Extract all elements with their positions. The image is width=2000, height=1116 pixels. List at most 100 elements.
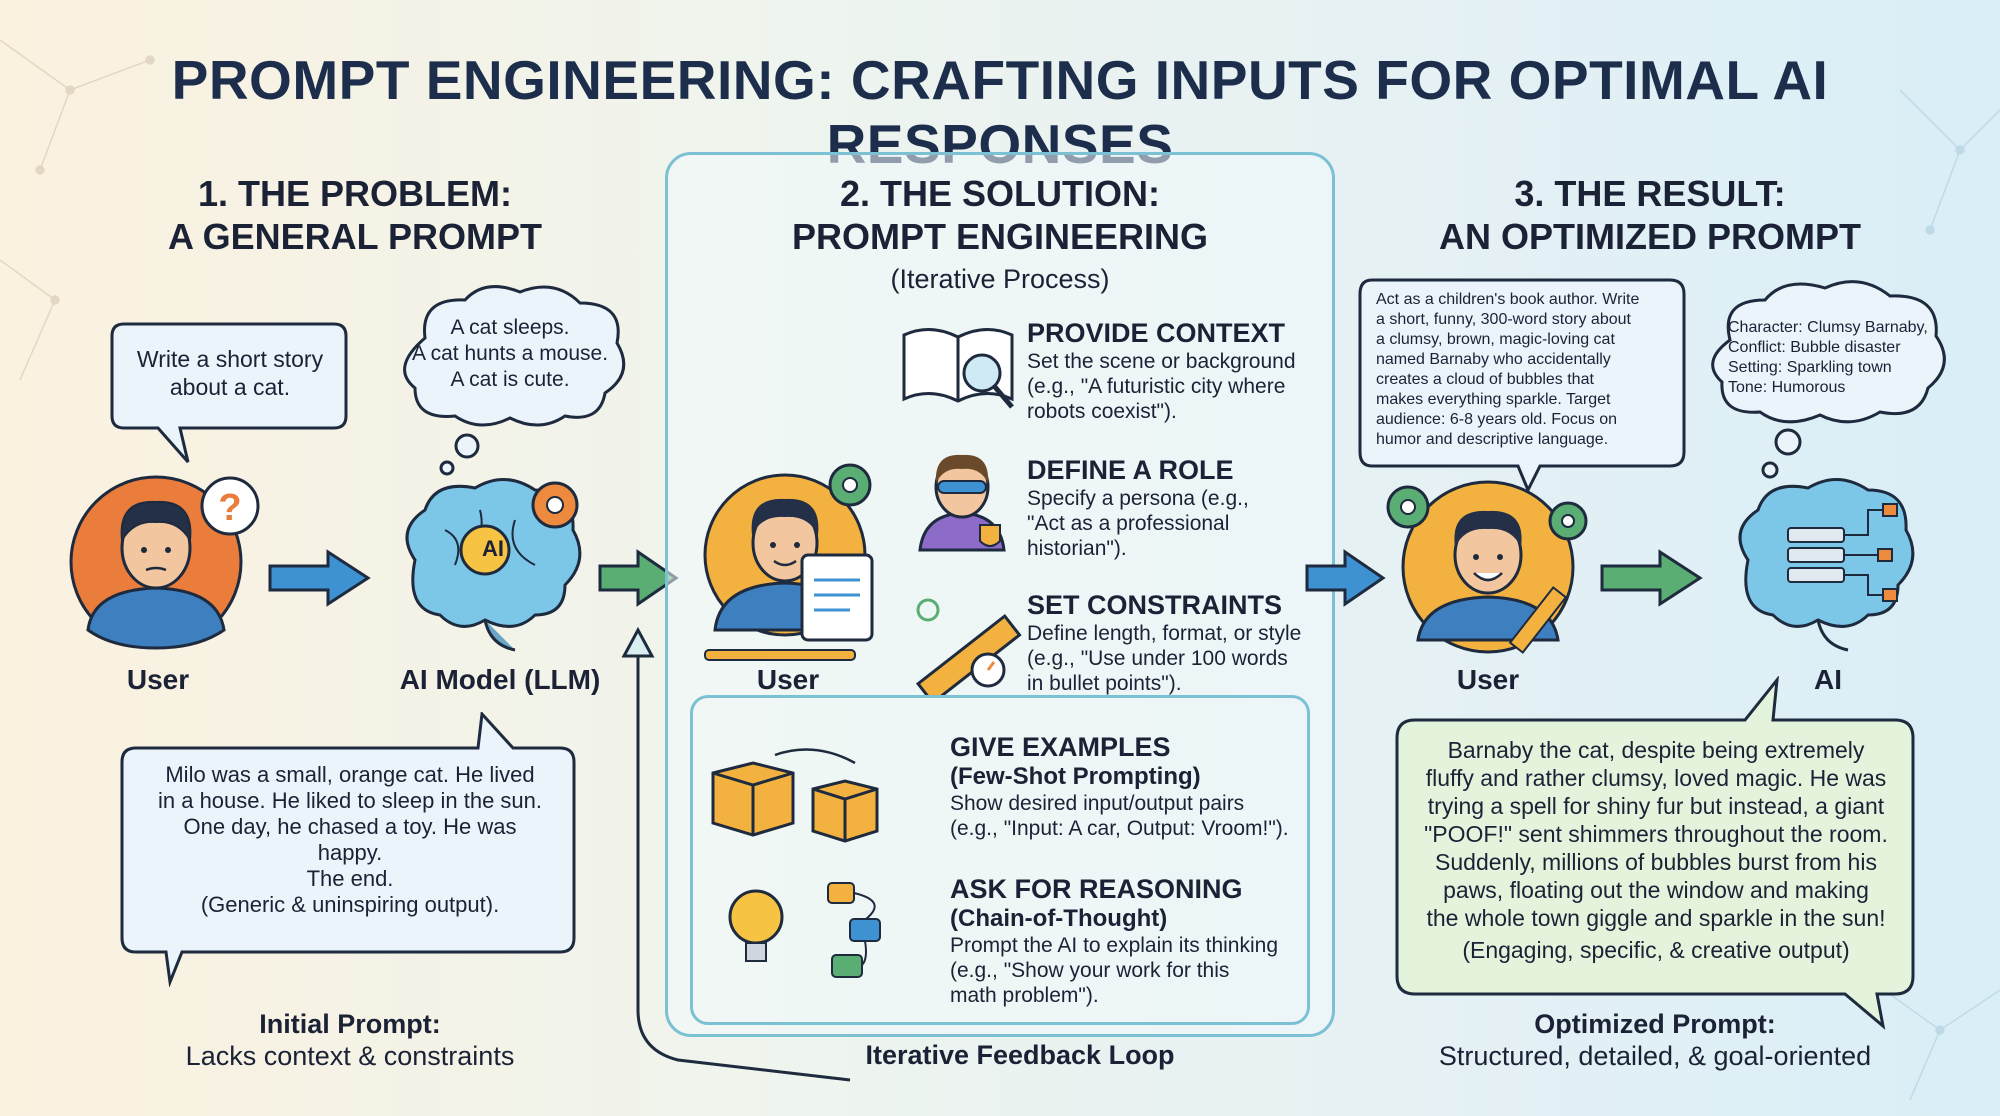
output-line: happy. <box>317 840 383 865</box>
output-line: Barnaby the cat, despite being extremely <box>1447 737 1865 763</box>
ai-thought-line: A cat is cute. <box>450 368 570 391</box>
result-output-bubble-shape <box>1395 676 1915 1030</box>
result-caption-bold: Optimized Prompt: <box>1534 1009 1776 1039</box>
prompt-line: a short, funny, 300-word story about <box>1376 311 1631 328</box>
hero-role-icon <box>918 454 1006 552</box>
technique-line: (e.g., "Show your work for this <box>950 959 1230 982</box>
examples-reasoning-panel <box>690 695 1310 1025</box>
ruler-stopwatch-icon <box>915 598 1022 695</box>
technique-set-constraints: SET CONSTRAINTS Define length, format, o… <box>1027 590 1327 696</box>
optimized-ai-brain-icon <box>1738 478 1915 652</box>
technique-ask-reasoning: ASK FOR REASONING (Chain-of-Thought) Pro… <box>950 874 1310 1008</box>
thought-line: Setting: Sparkling town <box>1728 359 1892 376</box>
technique-subheading: (Chain-of-Thought) <box>950 905 1168 932</box>
ai-thought-cloud-shape <box>403 285 626 476</box>
technique-line: "Act as a professional <box>1027 512 1230 535</box>
output-line: trying a spell for shiny fur but instead… <box>1427 793 1885 819</box>
technique-heading: ASK FOR REASONING <box>950 874 1243 904</box>
optimized-prompt-text: Act as a children's book author. Write a… <box>1376 290 1676 450</box>
technique-line: math problem"). <box>950 984 1099 1007</box>
arrow-to-result <box>1305 549 1386 607</box>
technique-heading: SET CONSTRAINTS <box>1027 590 1283 620</box>
result-title-line-1: 3. THE RESULT: <box>1514 173 1786 214</box>
technique-heading: DEFINE A ROLE <box>1027 455 1234 485</box>
svg-text:?: ? <box>218 487 241 529</box>
output-line: Suddenly, millions of bubbles burst from… <box>1435 849 1877 875</box>
technique-line: Specify a persona (e.g., <box>1027 487 1249 510</box>
technique-heading: GIVE EXAMPLES <box>950 732 1171 762</box>
output-line: the whole town giggle and sparkle in the… <box>1426 905 1886 931</box>
boxes-example-icon <box>711 748 879 843</box>
output-line: (Generic & uninspiring output). <box>200 892 500 917</box>
technique-line: Set the scene or background <box>1027 350 1296 373</box>
technique-line: in bullet points"). <box>1027 672 1182 695</box>
problem-output-bubble-shape <box>120 712 576 987</box>
prompt-line: audience: 6-8 years old. Focus on <box>1376 411 1618 428</box>
prompt-line: makes everything sparkle. Target <box>1376 391 1611 408</box>
technique-line: robots coexist"). <box>1027 400 1177 423</box>
problem-caption: Initial Prompt: Lacks context & constrai… <box>140 1008 560 1072</box>
ai-thought-text: A cat sleeps. A cat hunts a mouse. A cat… <box>400 315 620 393</box>
technique-give-examples: GIVE EXAMPLES (Few-Shot Prompting) Show … <box>950 732 1310 841</box>
feedback-loop-label: Iterative Feedback Loop <box>865 1040 1175 1070</box>
output-line: One day, he chased a toy. He was <box>183 814 517 839</box>
result-title-line-2: AN OPTIMIZED PROMPT <box>1439 216 1861 257</box>
result-thought-text: Character: Clumsy Barnaby, Conflict: Bub… <box>1728 318 1953 398</box>
problem-title-line-1: 1. THE PROBLEM: <box>197 173 512 214</box>
result-user-label: User <box>1456 664 1520 695</box>
prompt-line: creates a cloud of bubbles that <box>1376 371 1594 388</box>
prompt-line: a clumsy, brown, magic-loving cat <box>1376 331 1615 348</box>
output-line: The end. <box>306 866 394 891</box>
confused-user-avatar: ? <box>69 475 260 650</box>
book-magnifier-icon <box>902 328 1014 409</box>
solution-user-label: User <box>756 664 820 695</box>
output-line: paws, floating out the window and making <box>1443 877 1869 903</box>
solution-section-title: 2. THE SOLUTION: PROMPT ENGINEERING (Ite… <box>720 172 1280 301</box>
problem-user-label: User <box>126 664 190 695</box>
arrow-to-solution <box>598 549 679 607</box>
output-line: in a house. He liked to sleep in the sun… <box>157 788 543 813</box>
solution-subtitle: (Iterative Process) <box>890 264 1110 294</box>
problem-section-title: 1. THE PROBLEM: A GENERAL PROMPT <box>95 172 615 258</box>
prompt-line: Act as a children's book author. Write <box>1376 291 1640 308</box>
optimized-prompt-bubble-shape <box>1358 278 1686 493</box>
output-line: Milo was a small, orange cat. He lived <box>165 762 535 787</box>
happy-user-avatar <box>1386 480 1588 654</box>
prompt-line: humor and descriptive language. <box>1376 431 1609 448</box>
technique-line: Define length, format, or style <box>1027 622 1302 645</box>
result-caption-text: Structured, detailed, & goal-oriented <box>1438 1041 1872 1071</box>
technique-line: (e.g., "A futuristic city where <box>1027 375 1286 398</box>
problem-title-line-2: A GENERAL PROMPT <box>167 216 543 257</box>
user-prompt-text: Write a short story about a cat. <box>112 345 348 401</box>
result-output-text: Barnaby the cat, despite being extremely… <box>1400 736 1912 964</box>
output-line: "POOF!" sent shimmers throughout the roo… <box>1424 821 1888 847</box>
user-prompt-bubble-shape <box>110 322 348 463</box>
thought-line: Conflict: Bubble disaster <box>1728 339 1901 356</box>
technique-subheading: (Few-Shot Prompting) <box>950 763 1201 790</box>
ai-thought-line: A cat hunts a mouse. <box>411 342 609 365</box>
arrow-user-to-ai-result <box>1600 549 1703 607</box>
result-section-title: 3. THE RESULT: AN OPTIMIZED PROMPT <box>1370 172 1930 258</box>
user-prompt-line: Write a short story <box>136 346 324 372</box>
solution-user-avatar <box>703 463 874 661</box>
thought-line: Character: Clumsy Barnaby, <box>1728 319 1928 336</box>
problem-caption-text: Lacks context & constraints <box>185 1041 515 1071</box>
ai-brain-icon <box>405 478 582 652</box>
result-caption: Optimized Prompt: Structured, detailed, … <box>1400 1008 1910 1072</box>
prompt-line: named Barnaby who accidentally <box>1376 351 1611 368</box>
solution-title-line-1: 2. THE SOLUTION: <box>839 173 1160 214</box>
lightbulb-flow-icon <box>728 882 881 978</box>
result-ai-label: AI <box>1814 664 1842 695</box>
problem-ai-label: AI Model (LLM) <box>399 664 601 695</box>
solution-title-line-2: PROMPT ENGINEERING <box>791 216 1209 257</box>
ai-thought-line: A cat sleeps. <box>450 316 570 339</box>
technique-line: (e.g., "Use under 100 words <box>1027 647 1288 670</box>
technique-line: Prompt the AI to explain its thinking <box>950 934 1279 957</box>
technique-provide-context: PROVIDE CONTEXT Set the scene or backgro… <box>1027 318 1327 424</box>
technique-line: historian"). <box>1027 537 1127 560</box>
technique-line: (e.g., "Input: A car, Output: Vroom!"). <box>950 817 1289 840</box>
arrow-user-to-ai <box>268 549 371 607</box>
problem-output-text: Milo was a small, orange cat. He lived i… <box>125 762 575 918</box>
iterative-feedback-loop-arrow <box>621 626 851 1082</box>
ai-badge-text: AI <box>482 536 504 561</box>
